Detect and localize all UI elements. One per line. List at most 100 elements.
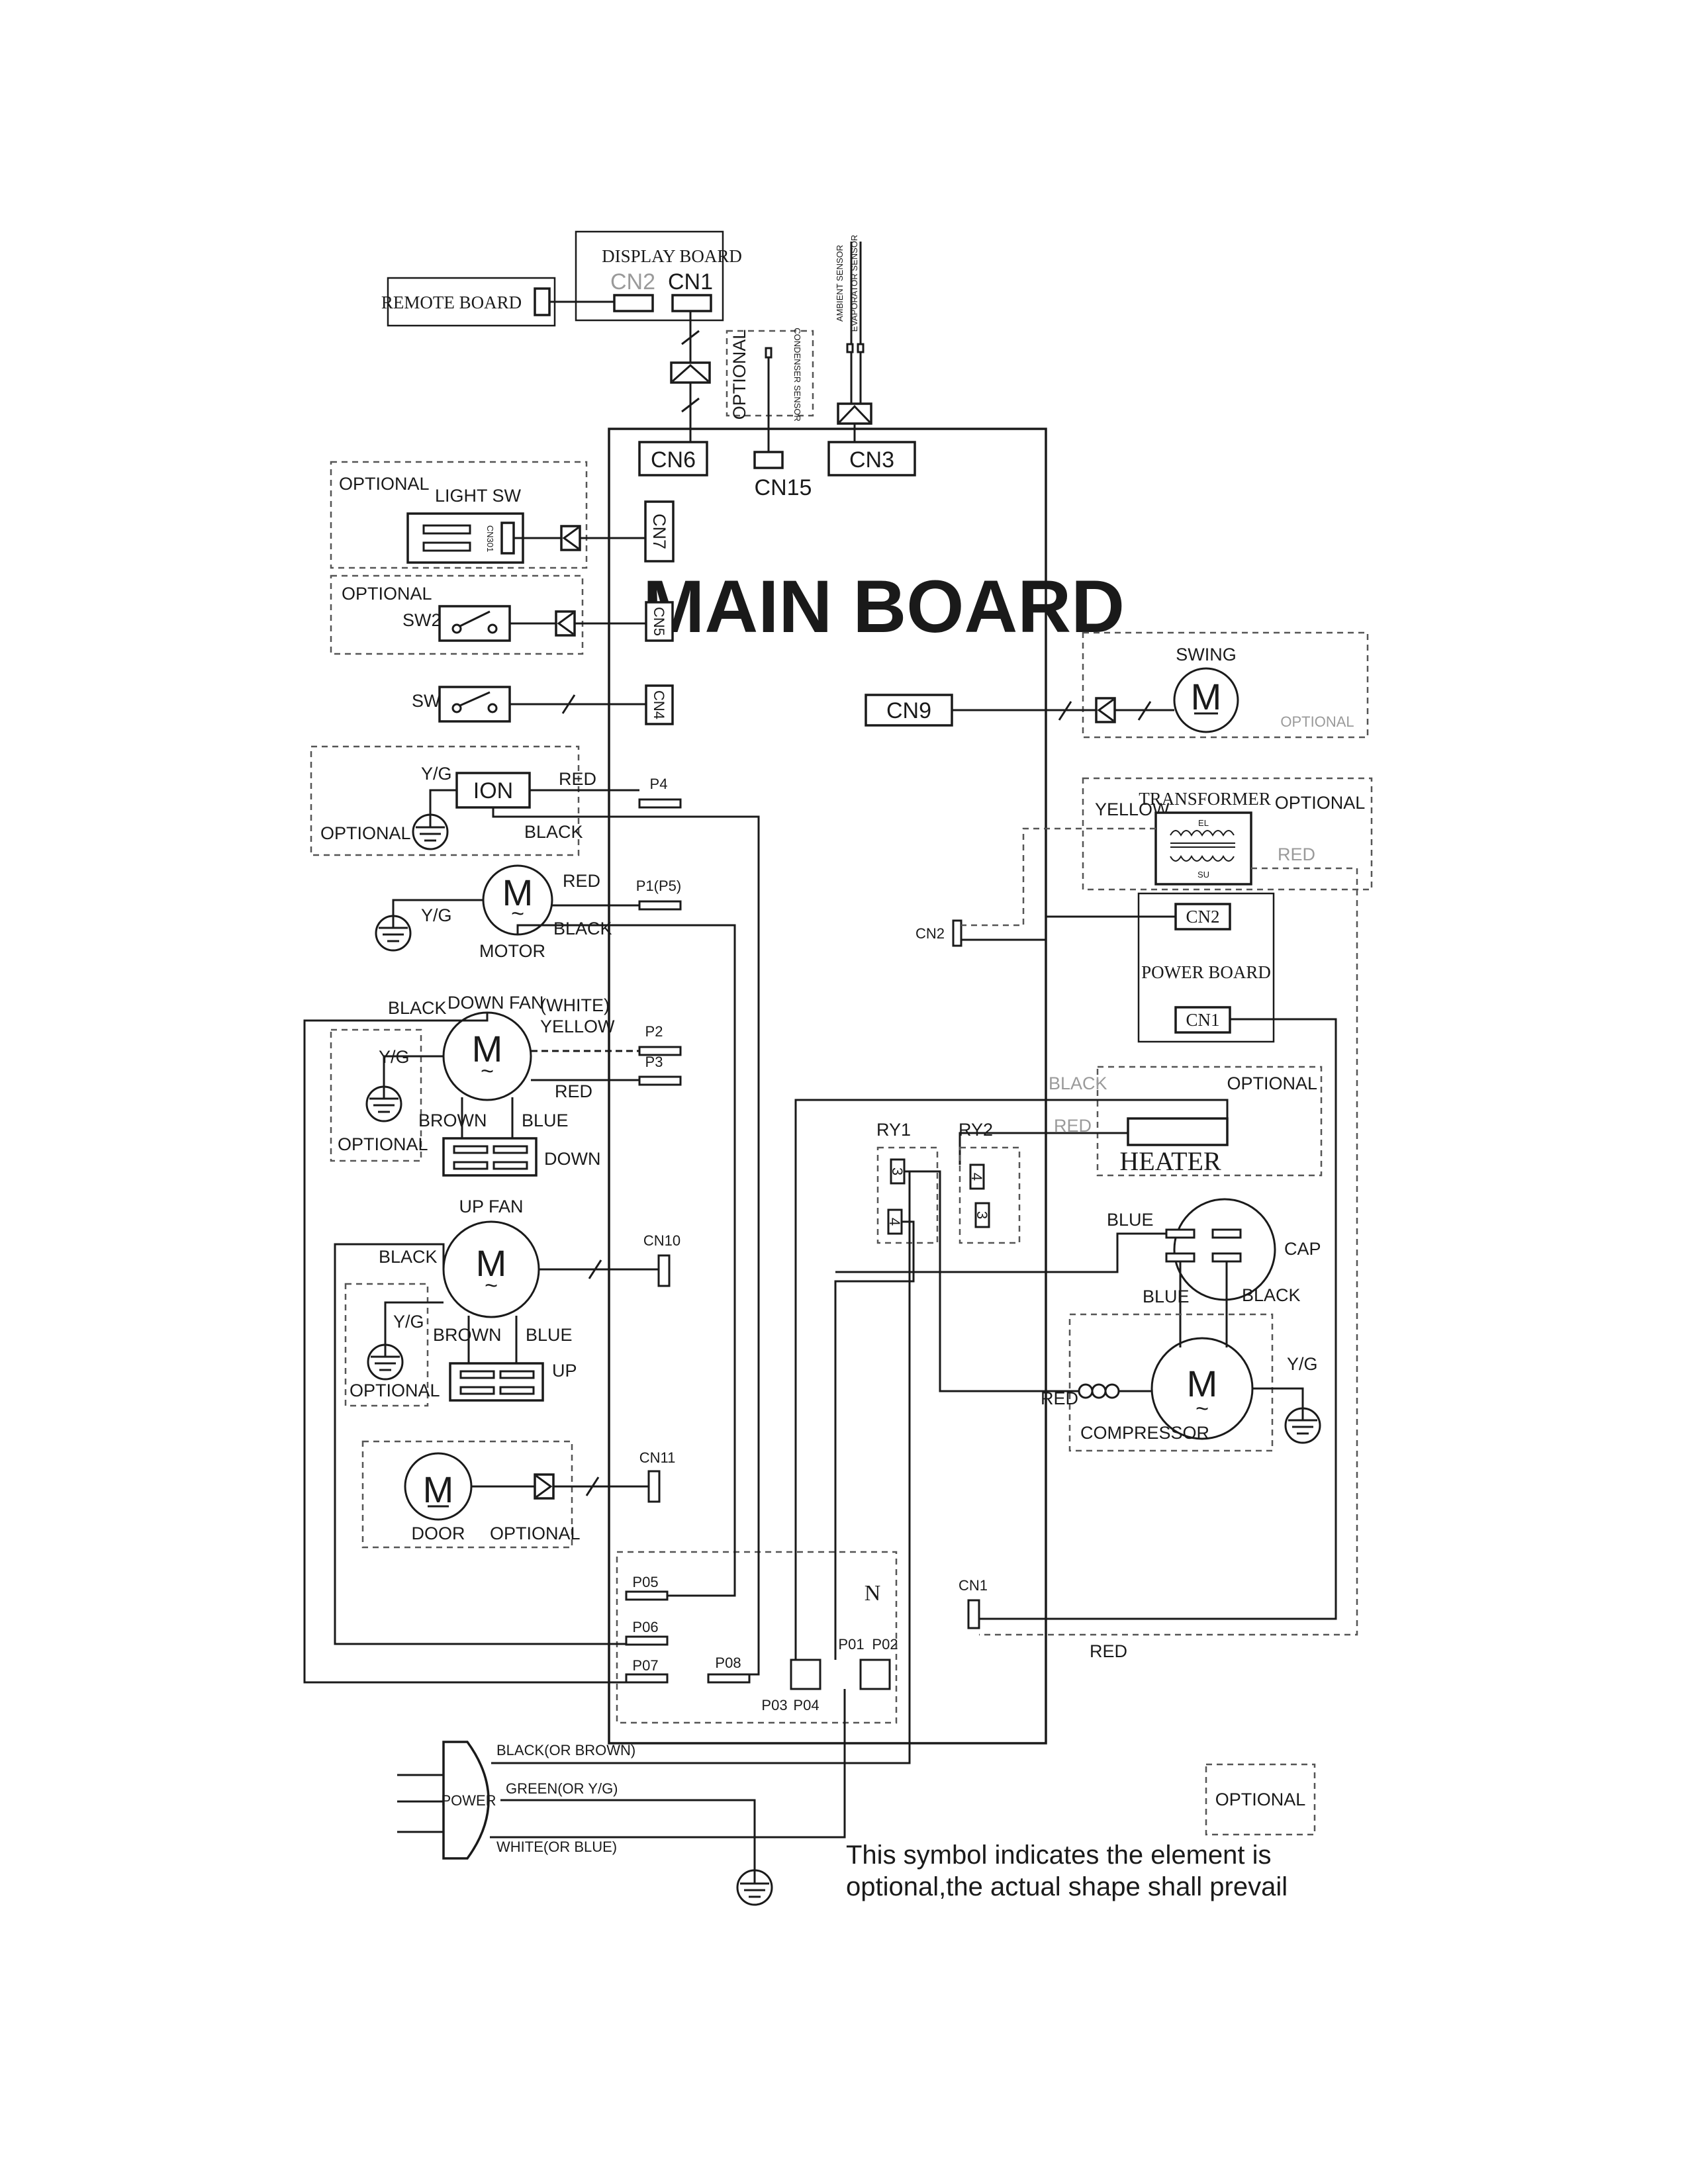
- svg-text:DISPLAY BOARD: DISPLAY BOARD: [602, 246, 742, 266]
- cn4-label: CN4: [651, 690, 667, 719]
- p4-label: P4: [650, 776, 668, 792]
- svg-text:DOWN: DOWN: [544, 1149, 600, 1169]
- svg-text:M: M: [423, 1469, 454, 1510]
- up-fan-label: UP FAN: [459, 1197, 523, 1216]
- n-label: N: [865, 1581, 881, 1606]
- svg-text:CAP: CAP: [1284, 1239, 1321, 1259]
- svg-text:OPTIONAL: OPTIONAL: [1215, 1790, 1306, 1809]
- main-cn1-label: CN1: [959, 1577, 988, 1594]
- svg-text:CN2: CN2: [1186, 907, 1219, 927]
- svg-text:UP: UP: [552, 1361, 577, 1381]
- svg-text:BROWN: BROWN: [418, 1111, 487, 1130]
- svg-text:EL: EL: [1198, 818, 1209, 828]
- cn3-label: CN3: [849, 447, 894, 473]
- svg-text:BLUE: BLUE: [1143, 1287, 1190, 1306]
- p3-label: P3: [645, 1054, 663, 1070]
- svg-text:BLACK: BLACK: [379, 1247, 438, 1267]
- svg-text:BLUE: BLUE: [522, 1111, 569, 1130]
- svg-text:Y/G: Y/G: [393, 1312, 424, 1332]
- swing-label: SWING: [1176, 645, 1237, 664]
- svg-text:OPTIONAL: OPTIONAL: [1280, 713, 1354, 730]
- cn15-label: CN15: [755, 475, 812, 500]
- lightsw-optional: OPTIONAL: [339, 474, 430, 494]
- svg-text:~: ~: [1196, 1396, 1209, 1422]
- power-board: [1137, 892, 1275, 1043]
- svg-text:BLACK: BLACK: [1242, 1285, 1301, 1305]
- cn5-label: CN5: [651, 607, 667, 636]
- svg-text:RED: RED: [555, 1081, 592, 1101]
- svg-text:SU: SU: [1197, 870, 1209, 880]
- sw2-label: SW2: [402, 610, 442, 630]
- svg-text:OPTIONAL: OPTIONAL: [1275, 793, 1366, 813]
- svg-text:BLACK: BLACK: [553, 919, 612, 938]
- display-cn1-label: CN1: [668, 269, 713, 295]
- svg-text:~: ~: [511, 901, 524, 927]
- svg-text:HEATER: HEATER: [1119, 1146, 1221, 1176]
- svg-text:YELLOW: YELLOW: [540, 1017, 615, 1036]
- main-board-title: MAIN BOARD: [643, 565, 1125, 648]
- svg-text:CONDENSER SENSOR: CONDENSER SENSOR: [792, 328, 802, 422]
- p01-label: P01: [838, 1636, 864, 1653]
- ry2-label: RY2: [959, 1120, 993, 1140]
- svg-text:WHITE(OR BLUE): WHITE(OR BLUE): [496, 1839, 617, 1855]
- svg-text:M: M: [472, 1028, 503, 1069]
- svg-text:3: 3: [974, 1211, 990, 1219]
- p04-label: P04: [793, 1697, 819, 1713]
- svg-text:M: M: [502, 872, 534, 913]
- svg-text:POWER: POWER: [441, 1792, 496, 1809]
- svg-text:BLUE: BLUE: [1107, 1210, 1154, 1230]
- cn11-label: CN11: [639, 1449, 676, 1466]
- svg-text:Y/G: Y/G: [1287, 1354, 1318, 1374]
- svg-text:POWER BOARD: POWER BOARD: [1141, 962, 1271, 982]
- main-cn2-label: CN2: [915, 925, 945, 942]
- svg-text:~: ~: [481, 1059, 494, 1084]
- svg-text:RED: RED: [1278, 844, 1315, 864]
- p2-label: P2: [645, 1023, 663, 1040]
- svg-text:~: ~: [485, 1273, 498, 1298]
- svg-text:CN301: CN301: [485, 525, 495, 552]
- svg-text:OPTIONAL: OPTIONAL: [320, 823, 411, 843]
- svg-text:BLACK(OR BROWN): BLACK(OR BROWN): [496, 1742, 635, 1758]
- svg-text:TRANSFORMER: TRANSFORMER: [1139, 789, 1271, 809]
- legend-text-line1: This symbol indicates the element is: [846, 1841, 1272, 1870]
- svg-text:DOOR: DOOR: [412, 1524, 465, 1543]
- p05-label: P05: [632, 1574, 658, 1590]
- p07-label: P07: [632, 1657, 658, 1674]
- svg-text:OPTIONAL: OPTIONAL: [350, 1381, 440, 1400]
- svg-text:BROWN: BROWN: [433, 1325, 502, 1345]
- svg-text:AMBIENT SENSOR: AMBIENT SENSOR: [835, 245, 845, 322]
- svg-text:RED: RED: [559, 769, 596, 789]
- svg-text:4: 4: [968, 1173, 985, 1181]
- p06-label: P06: [632, 1619, 658, 1635]
- svg-text:M: M: [1187, 1363, 1218, 1404]
- svg-text:3: 3: [889, 1167, 906, 1175]
- svg-text:REMOTE BOARD: REMOTE BOARD: [381, 293, 522, 312]
- heater: [1127, 1117, 1229, 1146]
- p1p5-label: P1(P5): [636, 878, 681, 894]
- cn9-label: CN9: [886, 698, 931, 723]
- svg-text:OPTIONAL: OPTIONAL: [338, 1134, 428, 1154]
- legend-text-line2: optional,the actual shape shall prevail: [846, 1872, 1288, 1901]
- svg-text:BLUE: BLUE: [526, 1325, 573, 1345]
- svg-text:Y/G: Y/G: [421, 905, 452, 925]
- power-plug: [442, 1741, 490, 1860]
- svg-text:M: M: [476, 1242, 507, 1284]
- svg-text:RED: RED: [1041, 1388, 1078, 1408]
- cn1-red-label: RED: [1090, 1641, 1127, 1661]
- svg-text:4: 4: [886, 1218, 903, 1226]
- p08-label: P08: [715, 1655, 741, 1671]
- display-board: [575, 230, 724, 322]
- svg-text:(WHITE): (WHITE): [540, 995, 610, 1015]
- cn10-label: CN10: [643, 1232, 680, 1249]
- svg-text:LIGHT SW: LIGHT SW: [435, 486, 522, 506]
- transformer: [1154, 811, 1252, 886]
- svg-text:BLACK: BLACK: [1049, 1073, 1107, 1093]
- display-cn2-label: CN2: [610, 269, 655, 295]
- p02-label: P02: [872, 1636, 898, 1653]
- main-board-outline: [608, 428, 1047, 1745]
- svg-text:GREEN(OR Y/G): GREEN(OR Y/G): [506, 1780, 618, 1797]
- cap: [1173, 1198, 1276, 1301]
- cn7-label: CN7: [649, 514, 669, 549]
- svg-text:Y/G: Y/G: [421, 764, 452, 784]
